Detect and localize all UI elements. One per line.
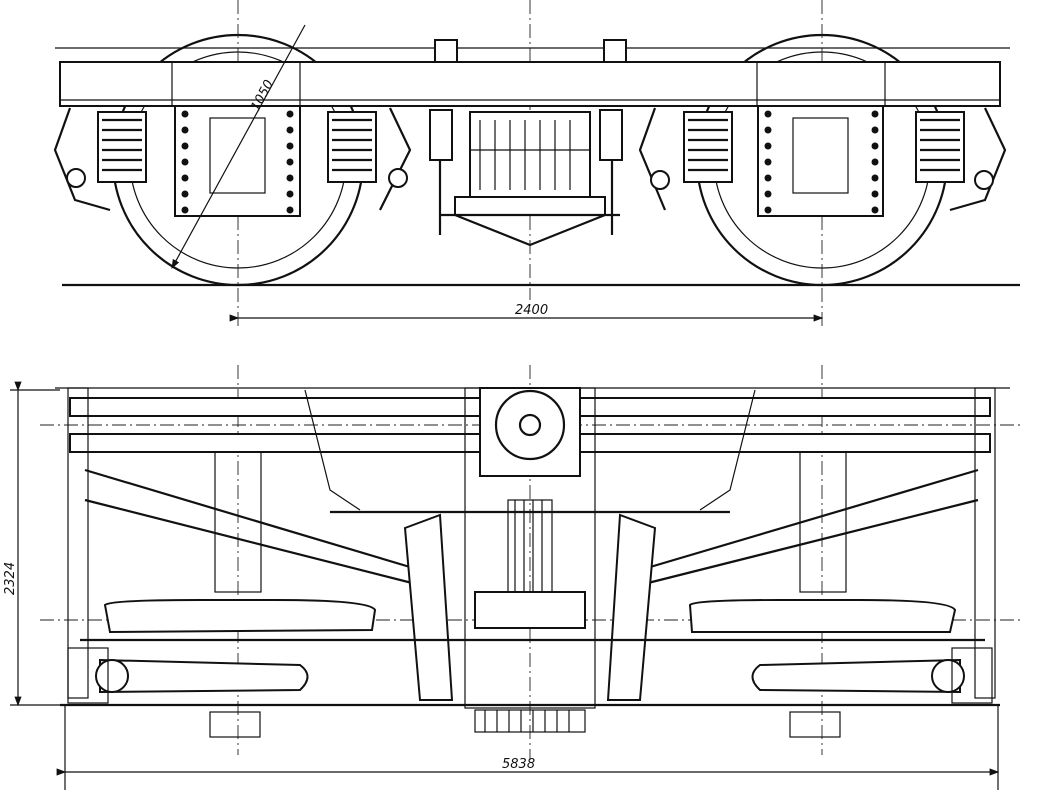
side-view: 1050 2400 bbox=[53, 0, 1020, 330]
bogie-frame bbox=[59, 61, 1001, 107]
right-wheel-plan bbox=[688, 599, 957, 633]
left-wheel-plan bbox=[103, 599, 377, 634]
plan-view: 2324 5838 bbox=[3, 365, 1020, 790]
wheel-diameter-dimension-line bbox=[171, 24, 306, 270]
length-label: 5838 bbox=[502, 757, 535, 772]
center-pivot bbox=[494, 389, 566, 461]
wheelbase-label: 2400 bbox=[515, 303, 548, 318]
bolster-spring bbox=[469, 111, 591, 198]
width-label: 2324 bbox=[3, 562, 18, 595]
